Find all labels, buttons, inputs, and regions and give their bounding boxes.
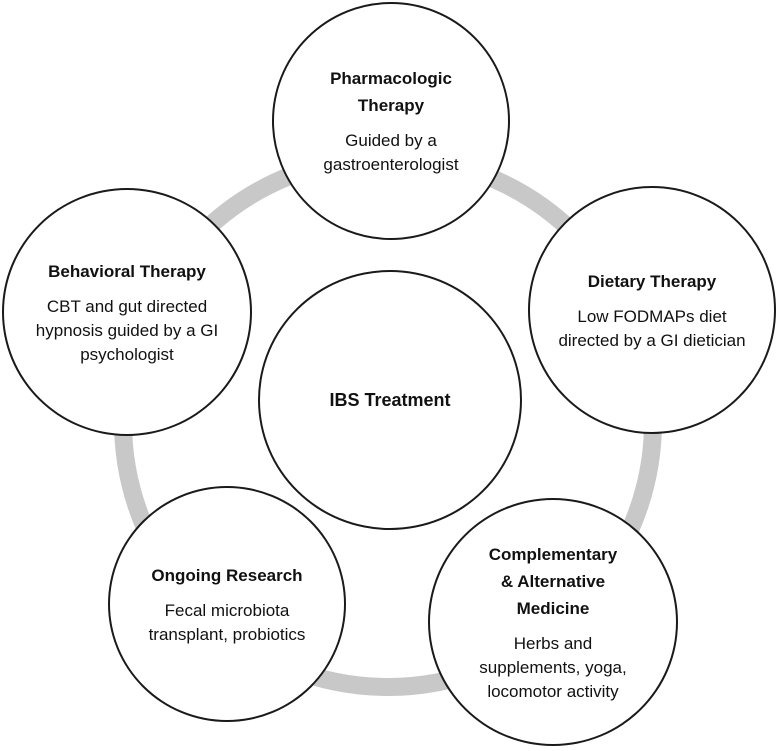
- ongoing-research-circle: Ongoing Research Fecal microbiota transp…: [108, 486, 346, 722]
- center-circle: IBS Treatment: [258, 270, 522, 530]
- complementary-medicine-circle: Complementary & Alternative Medicine Her…: [428, 498, 678, 746]
- behavioral-therapy-circle: Behavioral Therapy CBT and gut directed …: [2, 188, 252, 436]
- pharmacologic-therapy-description: Guided by a gastroenterologist: [323, 131, 459, 174]
- dietary-therapy-description: Low FODMAPs diet directed by a GI dietic…: [558, 306, 746, 350]
- center-title: IBS Treatment: [329, 389, 451, 410]
- pharmacologic-therapy-circle: Pharmacologic Therapy Guided by a gastro…: [272, 2, 510, 240]
- behavioral-therapy-title: Behavioral Therapy: [48, 261, 206, 281]
- dietary-therapy-title: Dietary Therapy: [587, 271, 717, 291]
- pharmacologic-therapy-title: Pharmacologic Therapy: [330, 69, 452, 115]
- behavioral-therapy-description: CBT and gut directed hypnosis guided by …: [35, 296, 219, 364]
- ongoing-research-description: Fecal microbiota transplant, probiotics: [148, 600, 306, 644]
- complementary-medicine-description: Herbs and supplements, yoga, locomotor a…: [479, 633, 627, 701]
- complementary-medicine-title: Complementary & Alternative Medicine: [488, 544, 618, 618]
- ongoing-research-title: Ongoing Research: [151, 565, 303, 585]
- dietary-therapy-circle: Dietary Therapy Low FODMAPs diet directe…: [528, 186, 776, 434]
